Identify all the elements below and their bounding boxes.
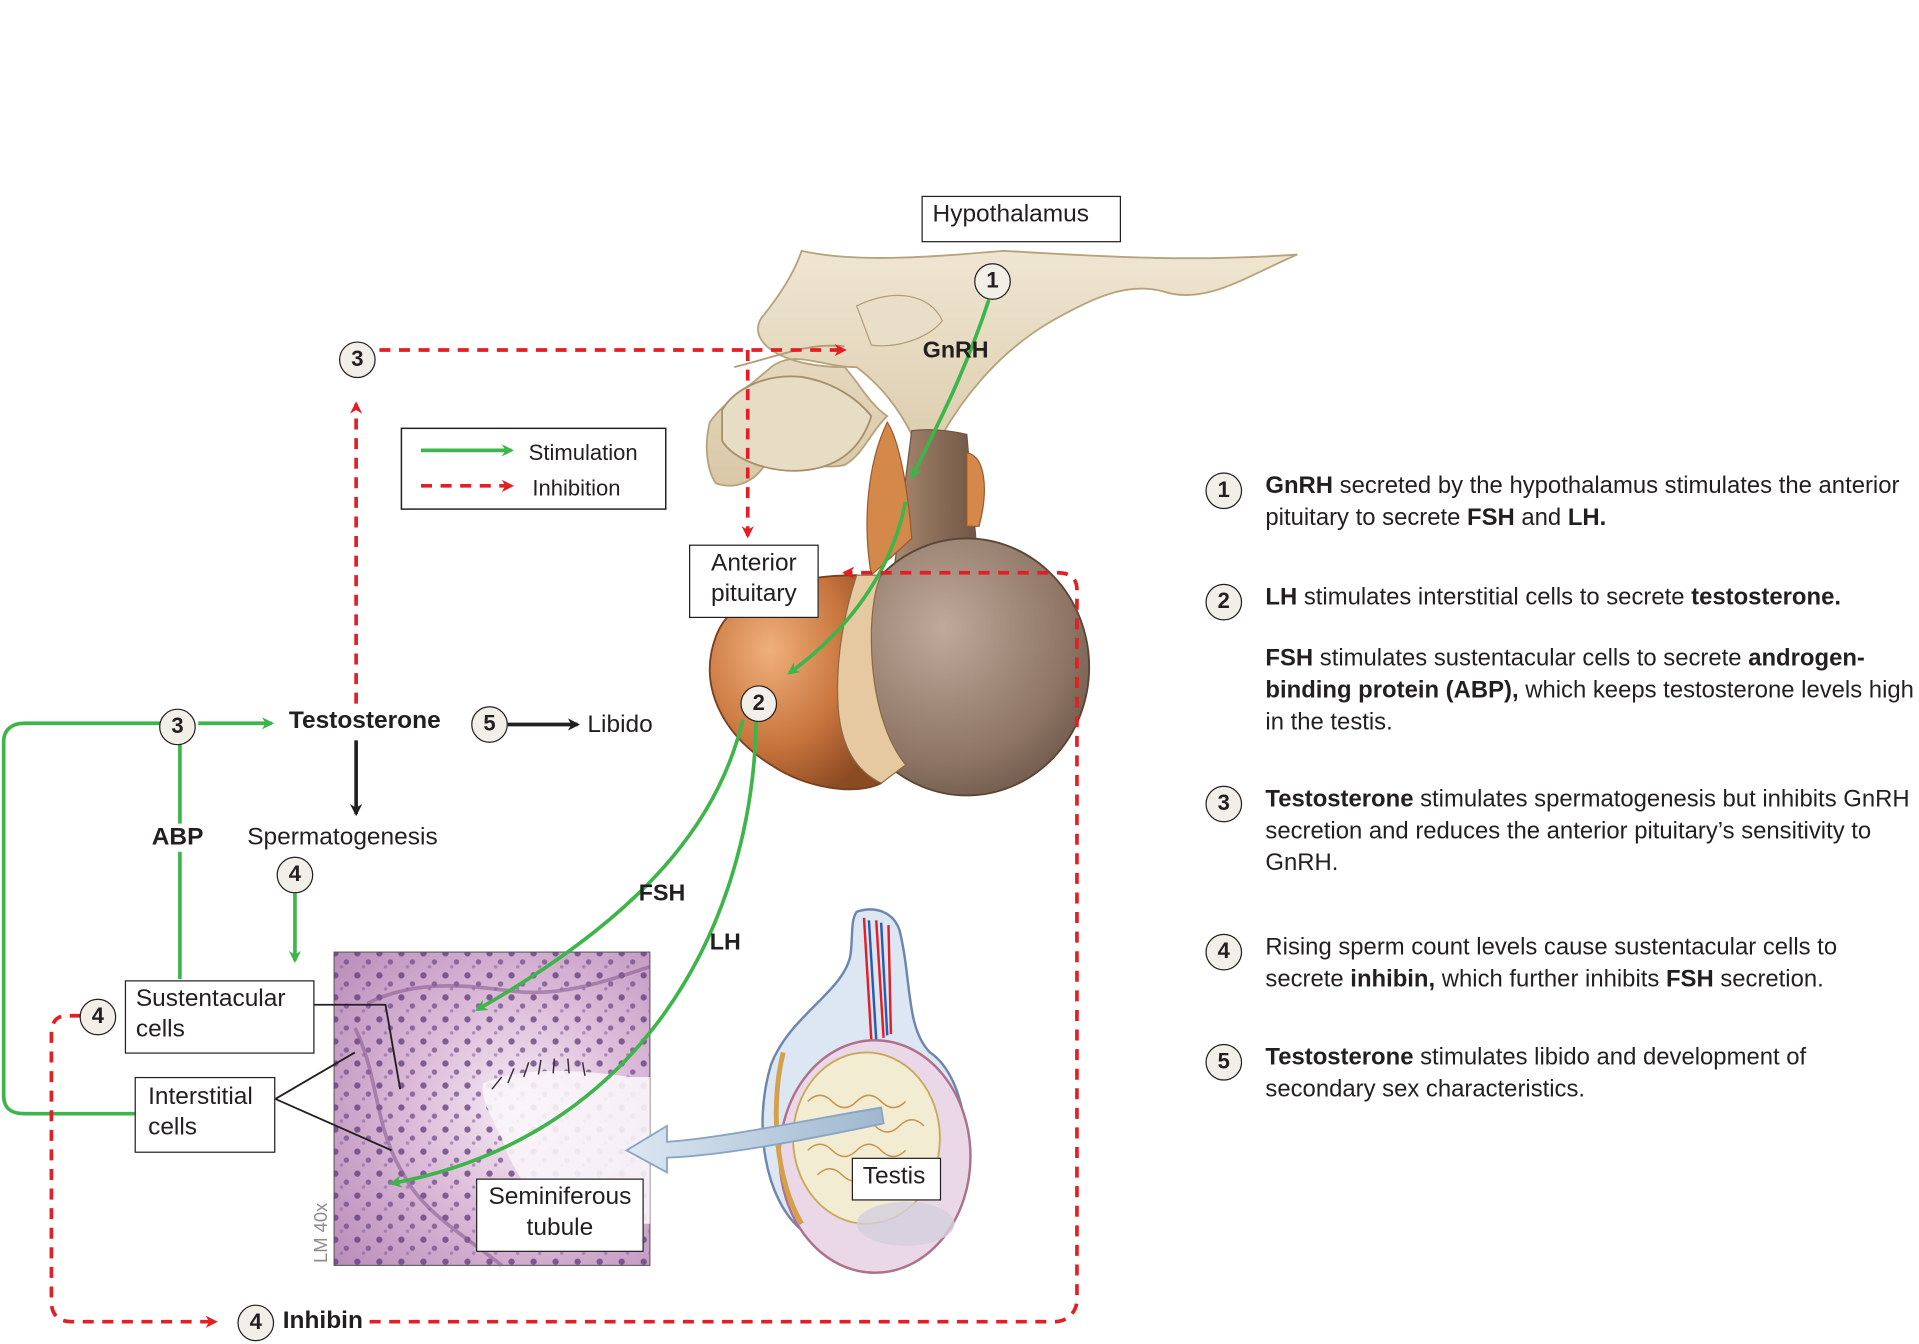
testis-to-micrograph-arrow: [624, 1106, 885, 1174]
step-number: 5: [1205, 1043, 1243, 1081]
inhibin-label: Inhibin: [282, 1307, 363, 1334]
fsh-arrow: [475, 719, 745, 1012]
gnrh-arrow-lower: [787, 501, 908, 675]
abp-label: ABP: [151, 823, 204, 852]
testis-illustration: [761, 908, 972, 1274]
magnification-label: LM 40x: [310, 1203, 331, 1263]
marker-3-left: 3: [159, 708, 196, 746]
step-number: 2: [1205, 583, 1243, 621]
step-text: GnRH secreted by the hypothalamus stimul…: [1265, 470, 1919, 534]
marker-4-inhibin: 4: [237, 1304, 275, 1342]
interstitial-to-testosterone-path: [1, 721, 162, 1116]
legend: Stimulation Inhibition: [400, 427, 667, 510]
step-number: 1: [1205, 472, 1243, 510]
lh-arrow: [389, 719, 759, 1188]
step-number: 4: [1205, 933, 1243, 971]
interstitial-leader-1: [274, 1051, 356, 1100]
step-text-run: which keeps testosterone levels high in …: [1265, 676, 1914, 736]
step-text-run: androgen-binding protein (ABP),: [1265, 644, 1865, 704]
step-text-run: stimulates interstitial cells to secrete: [1297, 583, 1692, 611]
sustentacular-leader: [314, 1003, 402, 1090]
step-text-run: Rising sperm count levels cause sustenta…: [1265, 933, 1838, 993]
lh-label: LH: [710, 929, 741, 955]
step-text-run: Testosterone: [1265, 1043, 1414, 1071]
step-text-run: LH: [1265, 583, 1298, 611]
marker-3-top: 3: [338, 341, 376, 379]
step-text-run: stimulates spermatogenesis but inhibits …: [1265, 785, 1910, 877]
step-text-run: secretion.: [1713, 965, 1824, 993]
fsh-label: FSH: [639, 880, 686, 906]
legend-inhibition-label: Inhibition: [532, 476, 620, 501]
step-text-run: stimulates sustentacular cells to secret…: [1313, 644, 1749, 672]
step-text-run: stimulates libido and development of sec…: [1265, 1043, 1807, 1103]
step-text-run: inhibin,: [1350, 965, 1436, 993]
libido-label: Libido: [587, 711, 653, 738]
spermatogenesis-label: Spermatogenesis: [247, 823, 438, 851]
step-text-run: FSH: [1265, 644, 1314, 672]
legend-stimulation-label: Stimulation: [529, 440, 638, 465]
marker-2: 2: [740, 685, 778, 723]
step-text: LH stimulates interstitial cells to secr…: [1265, 581, 1919, 613]
inhibin-to-pituitary: [369, 566, 1079, 1324]
gnrh-arrow: [910, 299, 991, 480]
step-text-run: secreted by the hypothalamus stimulates …: [1265, 472, 1900, 532]
pituitary-illustration: [708, 420, 1091, 797]
interstitial-leader-2: [274, 1098, 392, 1152]
testosterone-label: Testosterone: [288, 707, 441, 735]
marker-4-spermatogenesis: 4: [276, 856, 314, 894]
step-number: 3: [1205, 785, 1243, 823]
sustentacular-to-inhibin: [49, 1013, 218, 1328]
marker-4-left: 4: [79, 998, 117, 1036]
step-text-run: GnRH: [1265, 472, 1334, 500]
step-text: Rising sperm count levels cause sustenta…: [1265, 931, 1919, 995]
step-text-run: which further inhibits: [1435, 965, 1666, 993]
step-text-run: FSH: [1467, 504, 1515, 532]
gnrh-label: GnRH: [923, 336, 989, 362]
marker-1: 1: [974, 263, 1011, 300]
step-text: Testosterone stimulates spermatogenesis …: [1265, 783, 1919, 878]
hypothalamus-label: Hypothalamus: [921, 195, 1122, 243]
step-text-run: LH.: [1567, 504, 1607, 532]
hypothalamus-illustration: [705, 249, 1298, 487]
step-text: FSH stimulates sustentacular cells to se…: [1265, 642, 1919, 737]
marker-5: 5: [471, 706, 508, 743]
step-text-run: Testosterone: [1265, 785, 1414, 813]
testis-label: Testis: [851, 1157, 942, 1201]
step-text-run: testosterone.: [1691, 583, 1841, 611]
step-text: Testosterone stimulates libido and devel…: [1265, 1041, 1919, 1105]
step-text-run: and: [1514, 504, 1568, 532]
step-text-run: FSH: [1665, 965, 1714, 993]
